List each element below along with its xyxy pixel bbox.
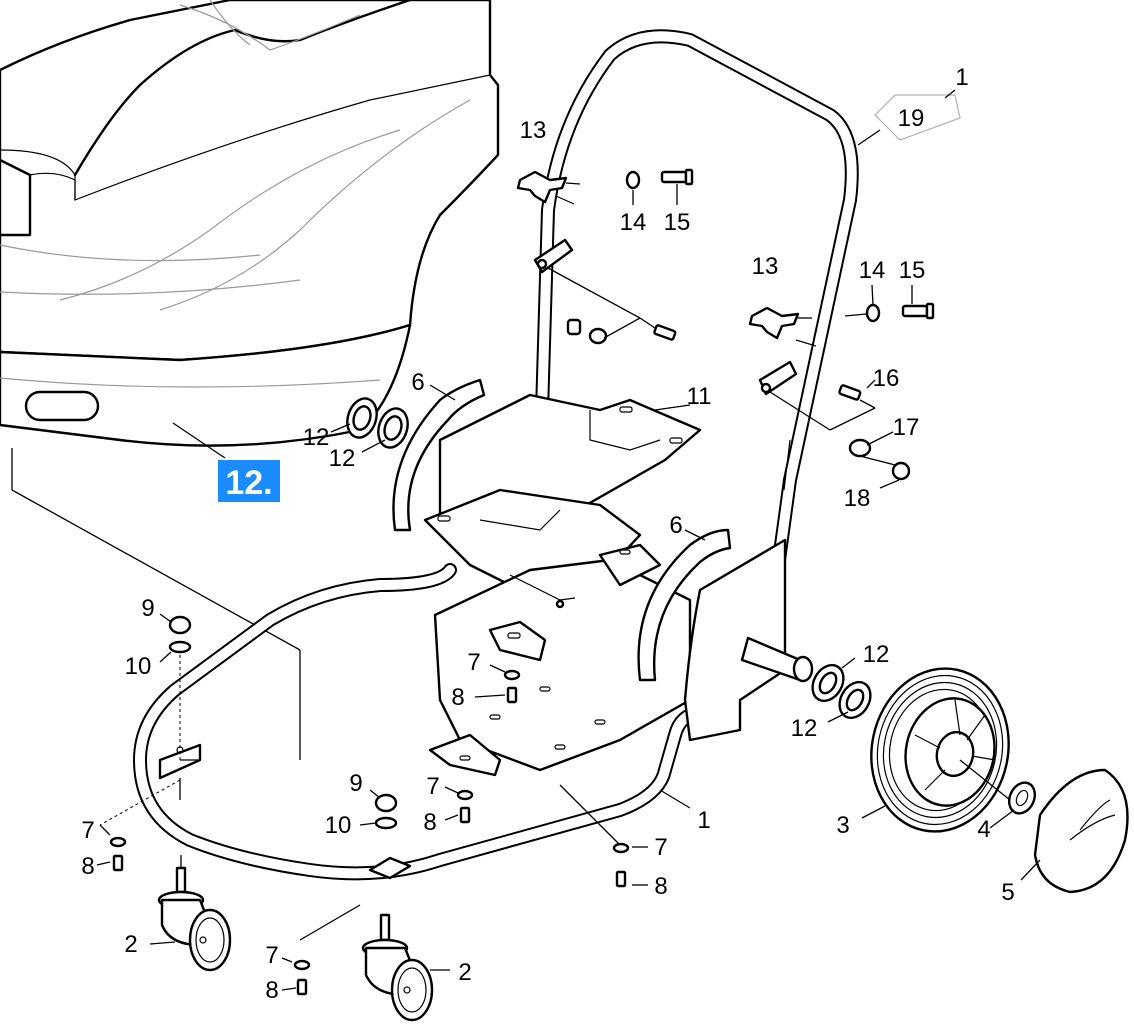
callout-19: 19 <box>898 105 925 132</box>
section-badge-bg <box>218 460 280 502</box>
spacer-rings <box>346 397 872 720</box>
callout-7-d: 7 <box>81 817 94 844</box>
callout-18: 18 <box>844 485 871 512</box>
vacuum-container-body <box>0 0 500 760</box>
callout-1-frame: 1 <box>697 807 710 834</box>
callout-12-c: 12 <box>863 641 890 668</box>
callout-7-c: 7 <box>654 834 667 861</box>
callout-8-b: 8 <box>423 809 436 836</box>
callout-13-b: 13 <box>752 253 779 280</box>
callout-8-c: 8 <box>654 873 667 900</box>
callout-5: 5 <box>1001 879 1014 906</box>
callout-3: 3 <box>836 812 849 839</box>
push-handle-frame <box>533 29 859 647</box>
callout-10-b: 10 <box>325 812 352 839</box>
wheel-cover <box>1033 768 1129 894</box>
callout-7-b: 7 <box>426 773 439 800</box>
callout-6-a: 6 <box>411 369 424 396</box>
callout-4: 4 <box>977 816 990 843</box>
hardware <box>109 168 935 996</box>
callout-17: 17 <box>893 414 920 441</box>
callout-11: 11 <box>687 383 712 410</box>
callout-14-a: 14 <box>620 209 647 236</box>
callout-7-a: 7 <box>467 649 480 676</box>
callout-8-e: 8 <box>265 977 278 1004</box>
wheel-guards <box>392 378 732 682</box>
lower-tube-frame <box>133 563 707 881</box>
callout-8-a: 8 <box>451 684 464 711</box>
callout-2-b: 2 <box>458 959 471 986</box>
callout-6-b: 6 <box>669 512 682 539</box>
callout-14-b: 14 <box>859 257 886 284</box>
hub-washer <box>1007 781 1037 815</box>
callout-15-b: 15 <box>899 257 926 284</box>
handle-slot <box>24 390 100 422</box>
castor-left <box>157 855 232 972</box>
callout-12-d: 12 <box>791 715 818 742</box>
section-badge: 12. <box>218 460 280 502</box>
callout-9-a: 9 <box>141 595 154 622</box>
base-plate <box>423 393 702 777</box>
callout-7-e: 7 <box>265 942 278 969</box>
callout-2-a: 2 <box>124 931 137 958</box>
callout-15-a: 15 <box>664 209 691 236</box>
callout-12-a: 12 <box>303 424 330 451</box>
castor-right <box>361 913 434 1022</box>
callout-16: 16 <box>873 365 900 392</box>
rear-wheel <box>870 667 1010 833</box>
callout-13-a: 13 <box>520 117 547 144</box>
callout-1-top: 1 <box>955 64 968 91</box>
callout-10-a: 10 <box>125 653 152 680</box>
callout-labels: 1 19 13 14 15 13 14 15 16 17 18 6 6 11 1… <box>81 64 1014 1004</box>
callout-9-b: 9 <box>349 770 362 797</box>
section-badge-label: 12. <box>225 464 272 502</box>
callout-12-b: 12 <box>329 445 356 472</box>
callout-8-d: 8 <box>81 853 94 880</box>
axle-bracket <box>683 538 814 742</box>
leader-lines <box>96 89 1041 991</box>
